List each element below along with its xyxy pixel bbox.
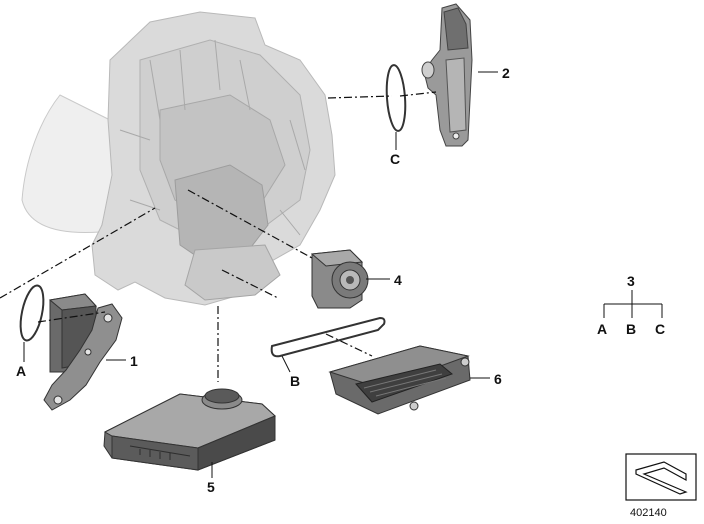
gasket-c [385, 64, 407, 132]
legend-c: C [655, 321, 665, 337]
leader-lines [23, 71, 663, 478]
part-4-actuator [310, 249, 369, 309]
legend-a: A [597, 321, 607, 337]
callout-1: 1 [130, 353, 138, 369]
doc-symbol-icon [625, 453, 697, 501]
part-5-control-unit [103, 388, 276, 471]
document-number: 402140 [630, 507, 667, 519]
headlight-housing [21, 11, 336, 306]
legend-3: 3 [627, 273, 635, 289]
part-1-bracket [43, 293, 123, 411]
callout-6: 6 [494, 371, 502, 387]
gasket-a [19, 284, 45, 342]
callout-2: 2 [502, 65, 510, 81]
callout-a: A [16, 363, 26, 379]
callout-b: B [290, 373, 300, 389]
part-6-led-module [328, 345, 471, 415]
callout-c: C [390, 151, 400, 167]
gasket-b [270, 316, 386, 358]
assembly-lines [0, 91, 437, 382]
callout-5: 5 [207, 479, 215, 495]
legend-b: B [626, 321, 636, 337]
part-2-bracket [421, 3, 473, 147]
callout-4: 4 [394, 272, 402, 288]
